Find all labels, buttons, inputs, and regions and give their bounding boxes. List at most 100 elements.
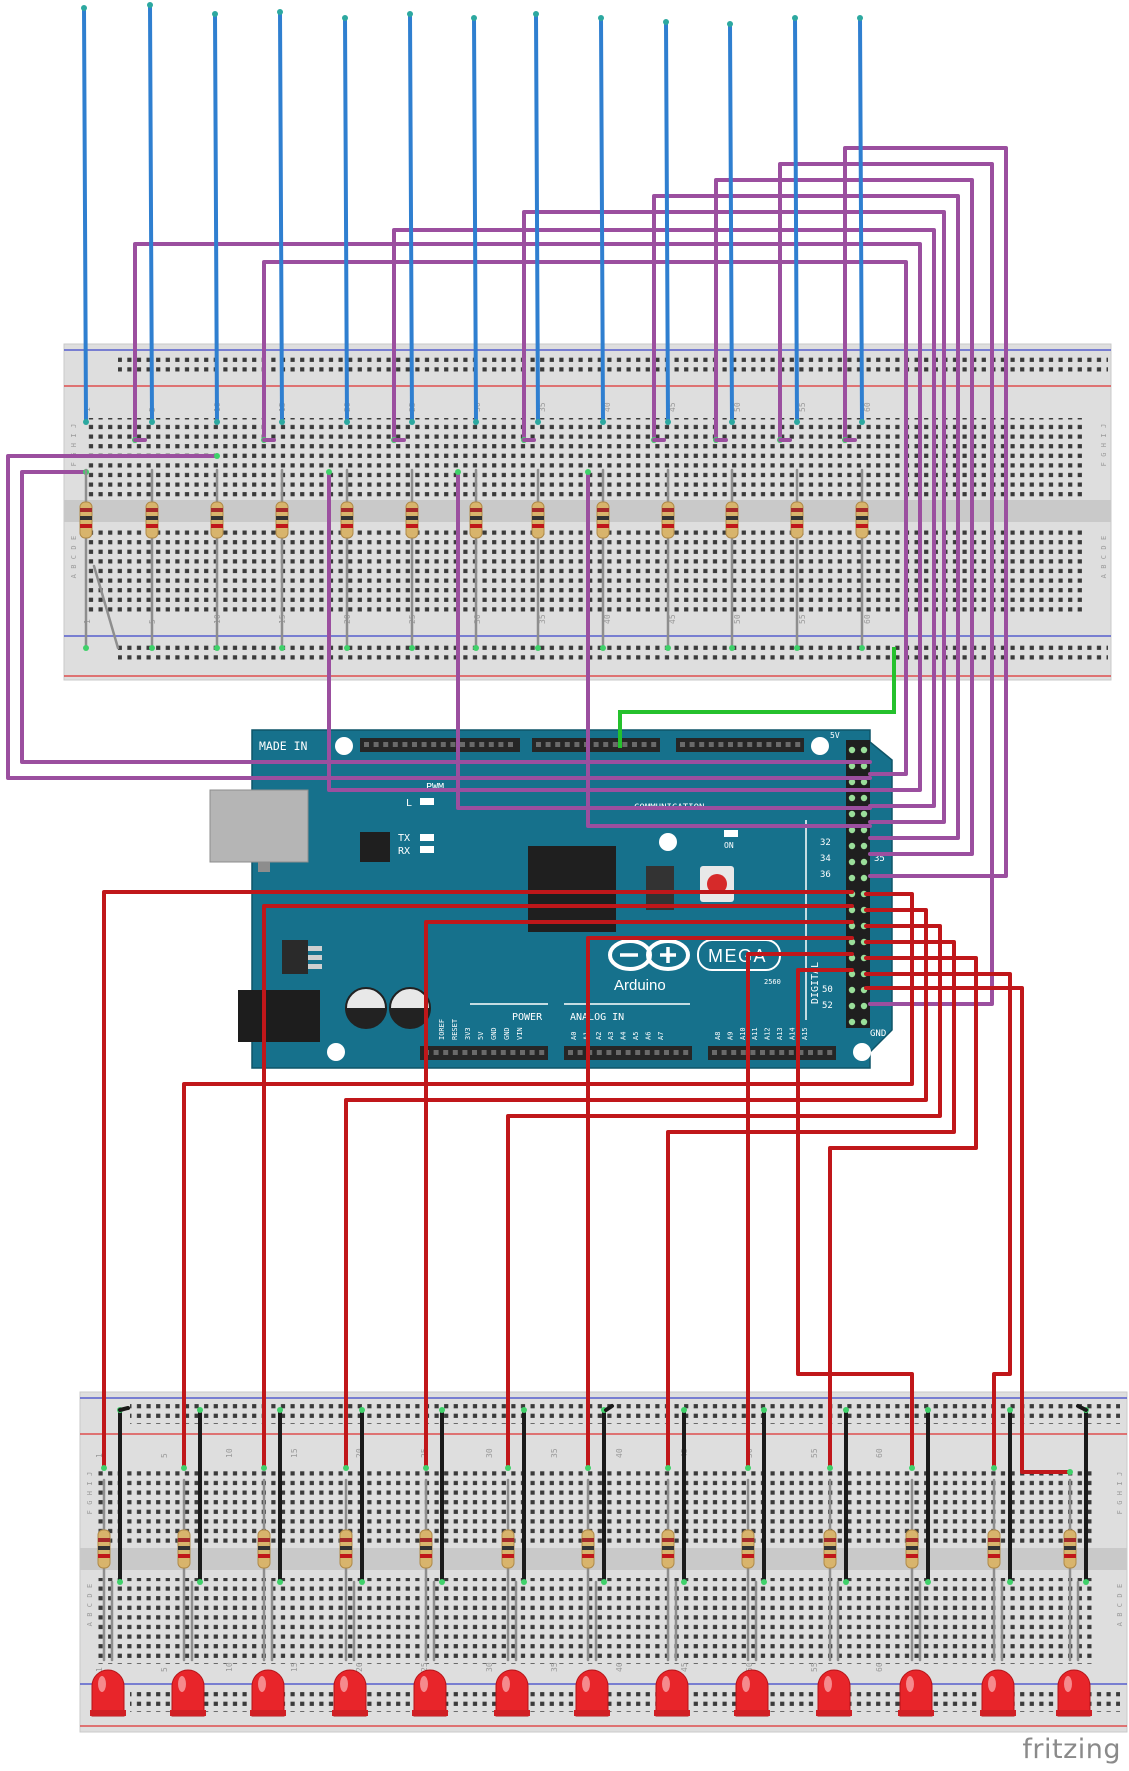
column-number: 60: [863, 614, 872, 624]
header-pin: [689, 742, 695, 747]
header-pin: [452, 1050, 458, 1055]
header-pin: [766, 742, 772, 747]
row-letter: G: [1116, 1501, 1124, 1505]
led: [1057, 1669, 1091, 1717]
resistor-band: [856, 524, 868, 528]
led: [91, 1669, 125, 1717]
resistor-band: [146, 516, 158, 520]
header-pin: [529, 1050, 535, 1055]
resistor-band: [420, 1538, 432, 1542]
mounting-hole: [853, 1043, 871, 1061]
resistor-band: [662, 1538, 674, 1542]
resistor-band: [341, 524, 353, 528]
purple-wire: [714, 178, 974, 856]
header-pin: [860, 778, 868, 786]
column-number: 45: [668, 402, 677, 412]
row-letter: F: [1116, 1510, 1124, 1514]
header-pin: [860, 842, 868, 850]
usb-chip: [360, 832, 390, 862]
pin-label: 32: [820, 838, 831, 848]
wire-end: [925, 1579, 931, 1585]
model-label: MEGA: [708, 946, 767, 966]
resistor-band: [597, 516, 609, 520]
red-wire: [864, 986, 1072, 1474]
purple-wire: [327, 470, 872, 792]
wire-end: [359, 1579, 365, 1585]
wire-end: [277, 1579, 283, 1585]
analog-pin-label: A6: [644, 1032, 652, 1040]
digital-header: [360, 738, 520, 752]
resistor-band: [146, 524, 158, 528]
red-wire: [864, 972, 1012, 1470]
header-pin: [488, 742, 494, 747]
resistor-band: [824, 1546, 836, 1550]
resistor-band: [276, 516, 288, 520]
dc-jack: [238, 990, 320, 1042]
resistor-band: [597, 508, 609, 512]
blue-wire: [148, 3, 154, 424]
wire-end: [326, 469, 332, 475]
header-pin: [728, 742, 733, 747]
column-number: 55: [798, 402, 807, 412]
header-pin: [450, 742, 456, 747]
led-highlight: [662, 1676, 670, 1692]
blue-wire: [213, 12, 219, 424]
led-highlight: [988, 1676, 996, 1692]
pin-label: 52: [822, 1001, 833, 1011]
header-pin: [721, 1050, 727, 1055]
header-pin: [491, 1050, 497, 1055]
resistor-band: [532, 508, 544, 512]
header-pin: [860, 794, 868, 802]
header-pin: [402, 742, 408, 747]
led-l-label: L: [406, 798, 412, 809]
wire-end: [535, 419, 541, 425]
row-letter: D: [1116, 1593, 1124, 1597]
led-rim: [654, 1710, 690, 1716]
analog-pin-label: A11: [751, 1027, 759, 1040]
header-pin: [848, 858, 856, 866]
power-pin-label: GND: [490, 1027, 498, 1040]
column-number: 40: [615, 1662, 624, 1672]
black-wire: [118, 1406, 130, 1412]
red-wire: [182, 892, 914, 1470]
header-pin: [848, 906, 856, 914]
resistor-band: [597, 524, 609, 528]
resistor-band: [906, 1546, 918, 1550]
wire-end: [473, 645, 479, 651]
wire-end: [843, 1579, 849, 1585]
row-letter: E: [70, 536, 78, 540]
column-number: 60: [875, 1448, 884, 1458]
pin-label: 34: [820, 854, 831, 864]
column-number: 55: [810, 1448, 819, 1458]
header-pin: [769, 1050, 775, 1055]
header-pin: [536, 742, 541, 747]
column-number: 30: [485, 1662, 494, 1672]
header-pin: [622, 742, 628, 747]
led: [251, 1669, 285, 1717]
header-pin: [827, 1050, 833, 1055]
resistor-band: [532, 516, 544, 520]
column-number: 45: [668, 614, 677, 624]
led-highlight: [824, 1676, 832, 1692]
led-rim: [494, 1710, 530, 1716]
led-rim: [1056, 1710, 1092, 1716]
row-letter: B: [1116, 1613, 1124, 1617]
row-letter: G: [1100, 453, 1108, 457]
wire-end: [792, 15, 798, 21]
row-letter: C: [70, 555, 78, 559]
rx-label: RX: [398, 846, 410, 857]
resistor-band: [98, 1538, 110, 1542]
wire-end: [117, 1579, 123, 1585]
row-letter: B: [86, 1613, 94, 1617]
header-pin: [680, 742, 685, 747]
wire-end: [1083, 1579, 1089, 1585]
wire-end: [681, 1579, 687, 1585]
led-rim: [574, 1710, 610, 1716]
wire-end: [409, 419, 415, 425]
purple-wire: [522, 210, 946, 824]
header-pin: [760, 1050, 765, 1055]
header-pin: [785, 742, 791, 747]
row-letter: G: [86, 1501, 94, 1505]
wire-end: [857, 15, 863, 21]
wire-end: [359, 1407, 365, 1413]
